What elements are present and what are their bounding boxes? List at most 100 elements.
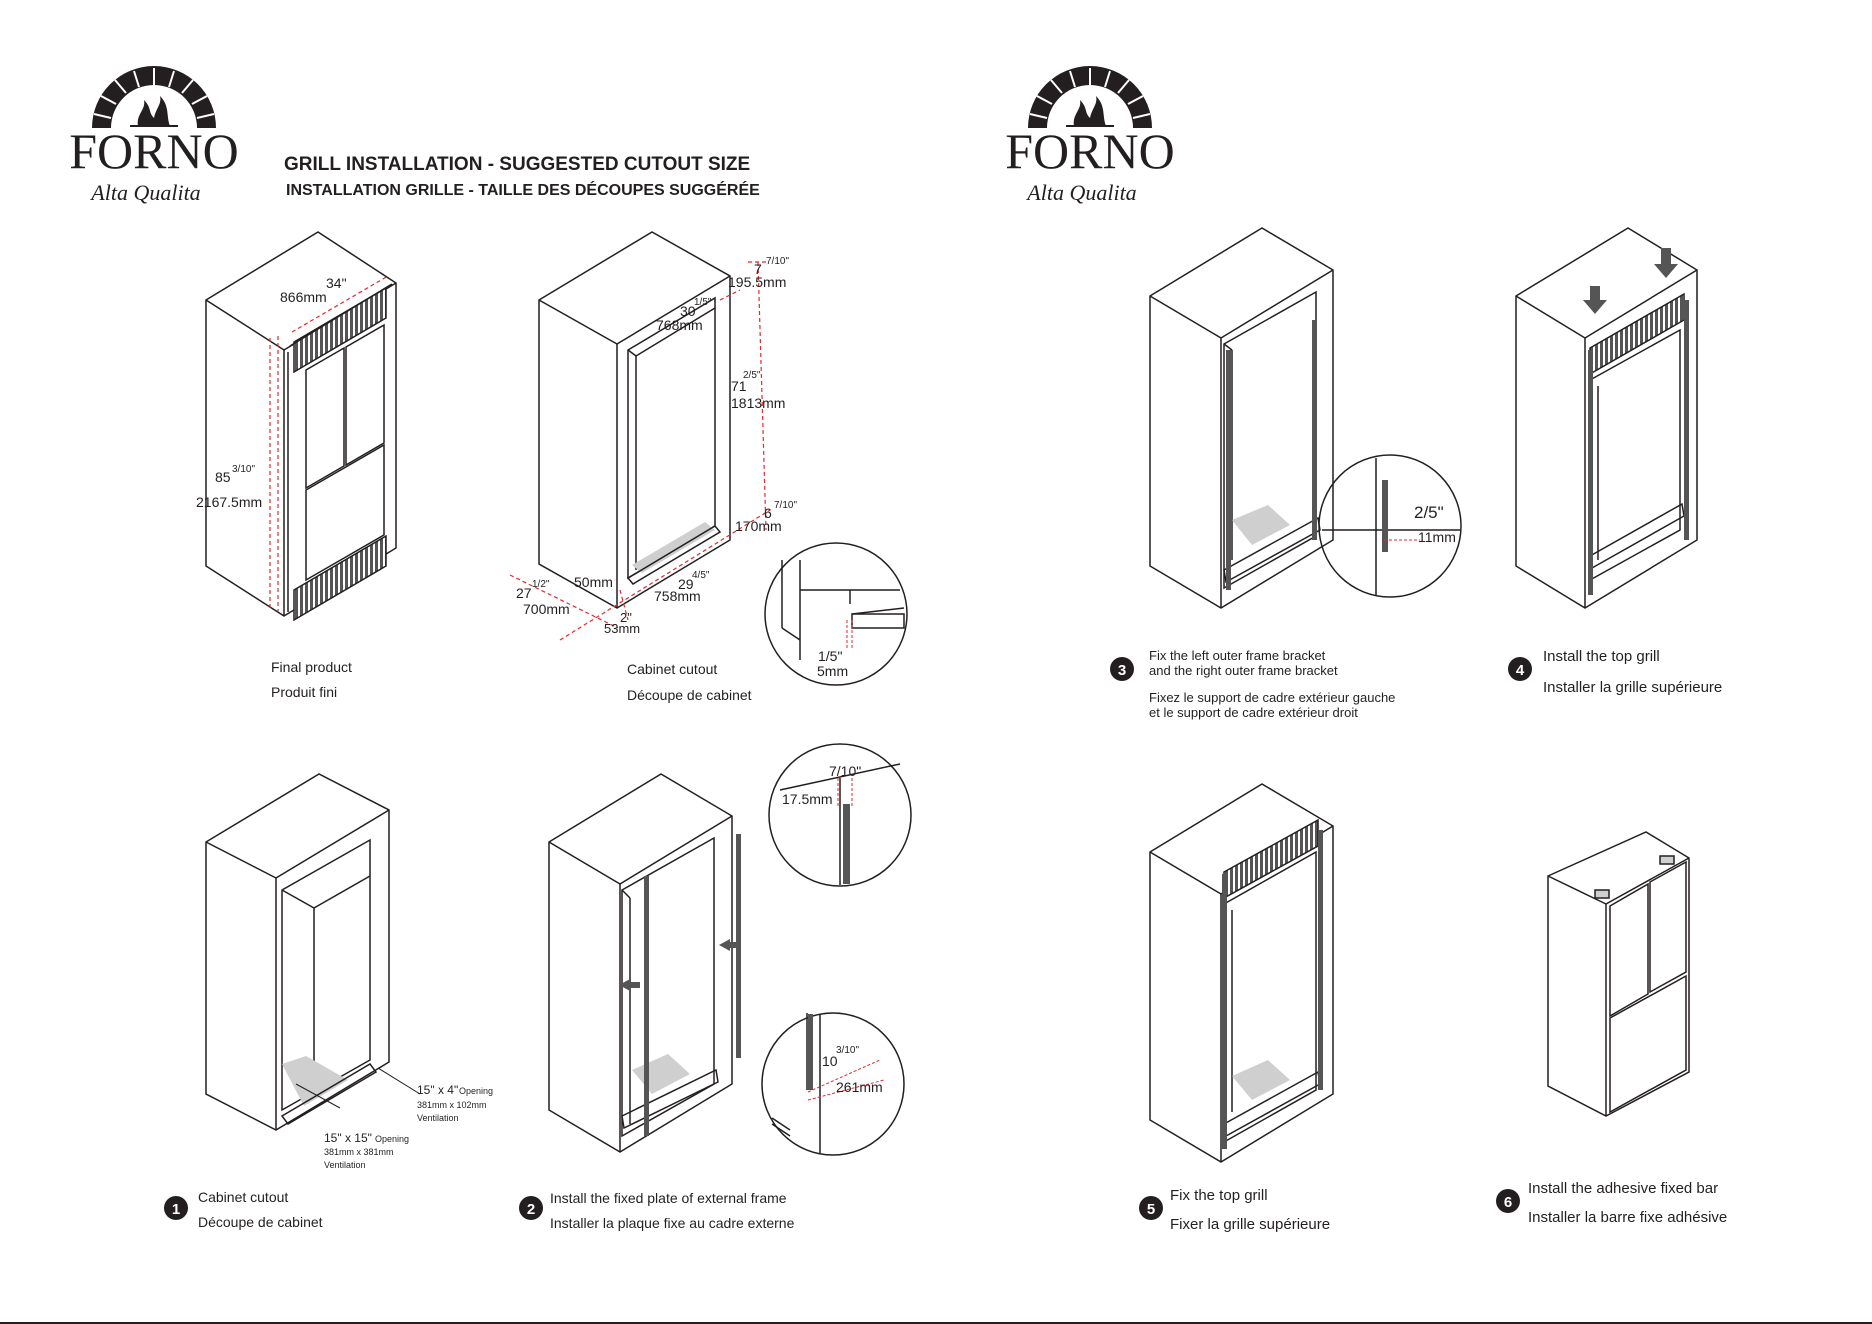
dim-top-in: 7	[754, 261, 762, 277]
dim-width-mm: 866mm	[280, 289, 327, 305]
footer-rule	[0, 1322, 1872, 1324]
step-6-caption-fr: Installer la barre fixe adhésive	[1528, 1209, 1727, 1226]
dim-base-in-frac: 7/10"	[774, 500, 797, 511]
final-product-dimensions	[269, 275, 389, 612]
step-4-caption-en: Install the top grill	[1543, 648, 1660, 665]
dim-detail-in: 1/5"	[818, 648, 842, 664]
step-3-caption-en: Fix the left outer frame bracket	[1149, 648, 1326, 663]
step6-figure	[1547, 831, 1690, 1117]
dim-height-in-frac: 3/10"	[232, 464, 255, 475]
step-4-badge: 4	[1508, 657, 1532, 681]
step-1-caption-fr: Découpe de cabinet	[198, 1214, 323, 1230]
dim-cutout-height-in-frac: 2/5"	[743, 370, 761, 381]
step5-figure	[1149, 783, 1334, 1163]
dim-gap-in: 2"	[620, 610, 632, 625]
brand-tagline: Alta Qualita	[1025, 180, 1136, 205]
vent-floor-mm: 381mm x 381mm	[324, 1147, 394, 1157]
step-6-badge: 6	[1496, 1189, 1520, 1213]
svg-text:4: 4	[1516, 662, 1525, 679]
dim-cutout-width-in-frac: 1/5"	[694, 297, 712, 308]
step3-detail-circle	[1318, 454, 1462, 598]
dim-step2-top-mm: 17.5mm	[782, 791, 833, 807]
vent-front-label: Opening	[459, 1086, 493, 1096]
page-subtitle: INSTALLATION GRILLE - TAILLE DES DÉCOUPE…	[286, 180, 760, 199]
dim-depth-in-frac: 1/2"	[532, 579, 550, 590]
cabinet-cutout-dimensions	[509, 261, 771, 641]
dim-height-in: 85	[215, 469, 231, 485]
brand-name: FORNO	[1005, 123, 1174, 179]
svg-text:3: 3	[1118, 662, 1126, 679]
dim-step2-bottom-in: 10	[822, 1053, 838, 1069]
dim-step2-top-in: 7/10"	[829, 763, 861, 779]
step-5-caption-fr: Fixer la grille supérieure	[1170, 1216, 1330, 1233]
svg-text:6: 6	[1504, 1194, 1512, 1211]
dim-inner-depth-in: 29	[678, 576, 694, 592]
dim-side-mm: 50mm	[574, 574, 613, 590]
dim-step2-bottom-in-frac: 3/10"	[836, 1045, 859, 1056]
step-2-caption-fr: Installer la plaque fixe au cadre extern…	[550, 1215, 795, 1231]
dim-height-mm: 2167.5mm	[196, 494, 262, 510]
vent-floor-note: Ventilation	[324, 1160, 366, 1170]
arrow-down-icon	[1654, 264, 1678, 278]
step-4-caption-fr: Installer la grille supérieure	[1543, 679, 1722, 696]
svg-text:5: 5	[1147, 1201, 1155, 1218]
dim-cutout-height-mm: 1813mm	[731, 395, 785, 411]
step-6-caption-en: Install the adhesive fixed bar	[1528, 1180, 1718, 1197]
dim-depth-in: 27	[516, 585, 532, 601]
vent-floor-size: 15" x 15"	[324, 1131, 372, 1145]
dim-top-in-frac: 7/10"	[766, 256, 789, 267]
arrow-left-icon	[619, 979, 630, 991]
dim-gap-mm: 53mm	[604, 621, 640, 636]
step4-figure	[1515, 227, 1698, 609]
svg-text:1: 1	[172, 1201, 180, 1218]
vent-front-note: Ventilation	[417, 1113, 459, 1123]
cabinet-cutout-caption-fr: Découpe de cabinet	[627, 687, 752, 703]
brand-tagline: Alta Qualita	[89, 180, 200, 205]
dim-step3-mm: 11mm	[1418, 529, 1456, 545]
step-1-caption-en: Cabinet cutout	[198, 1189, 288, 1205]
step-3-badge: 3	[1110, 657, 1134, 681]
dim-base-in: 6	[764, 505, 772, 521]
step2-detail-top-circle	[768, 743, 912, 887]
step1-figure	[205, 773, 390, 1131]
arrow-left-icon	[719, 939, 730, 951]
page-title: GRILL INSTALLATION - SUGGESTED CUTOUT SI…	[284, 154, 750, 175]
step-3-caption-fr2: et le support de cadre extérieur droit	[1149, 705, 1358, 720]
dim-cutout-width-mm: 768mm	[656, 317, 703, 333]
step-2-caption-en: Install the fixed plate of external fram…	[550, 1190, 787, 1206]
final-product-caption-fr: Produit fini	[271, 684, 337, 700]
dim-top-mm: 195.5mm	[728, 274, 786, 290]
dim-step3-in: 2/5"	[1414, 503, 1444, 522]
step-3-caption-en2: and the right outer frame bracket	[1149, 663, 1338, 678]
svg-text:2: 2	[527, 1201, 535, 1218]
dim-width-in: 34"	[326, 275, 347, 291]
final-product-caption-en: Final product	[271, 659, 352, 675]
step-5-caption-en: Fix the top grill	[1170, 1187, 1268, 1204]
step-5-badge: 5	[1139, 1196, 1163, 1220]
dim-inner-depth-mm: 758mm	[654, 588, 701, 604]
flame-icon	[137, 96, 170, 126]
vent-front-size: 15" x 4"	[417, 1083, 458, 1097]
forno-logo-right: FORNO Alta Qualita	[1005, 66, 1175, 205]
step2-figure	[548, 773, 741, 1153]
step-1-badge: 1	[164, 1196, 188, 1220]
flame-icon	[1073, 96, 1106, 126]
dim-depth-mm: 700mm	[523, 601, 570, 617]
step-2-badge: 2	[519, 1196, 543, 1220]
dim-base-mm: 170mm	[735, 518, 782, 534]
dim-step2-bottom-mm: 261mm	[836, 1079, 883, 1095]
vent-front-mm: 381mm x 102mm	[417, 1100, 487, 1110]
dim-inner-depth-in-frac: 4/5"	[692, 570, 710, 581]
cabinet-cutout-figure	[538, 231, 731, 609]
brand-name: FORNO	[69, 123, 238, 179]
dim-cutout-height-in: 71	[731, 378, 747, 394]
final-product-figure	[205, 231, 397, 622]
dim-detail-mm: 5mm	[817, 663, 848, 679]
step3-figure	[1149, 227, 1334, 609]
step-3-caption-fr: Fixez le support de cadre extérieur gauc…	[1149, 690, 1395, 705]
forno-logo-left: FORNO Alta Qualita	[69, 66, 239, 205]
dim-cutout-width-in: 30	[680, 303, 696, 319]
cabinet-cutout-caption-en: Cabinet cutout	[627, 661, 717, 677]
step2-detail-bottom-circle	[761, 1012, 905, 1156]
